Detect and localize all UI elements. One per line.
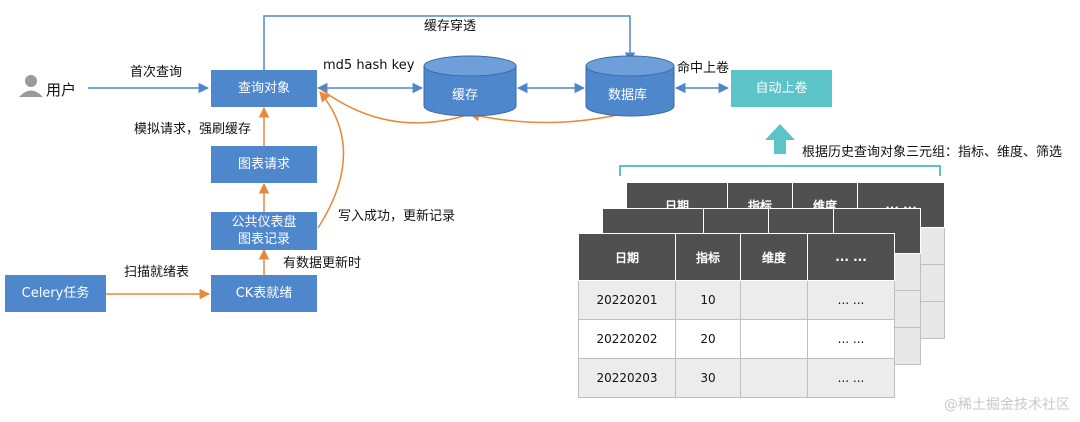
cache-cylinder	[423, 55, 517, 117]
watermark: @稀土掘金技术社区	[944, 397, 1070, 413]
database-cylinder	[585, 55, 675, 117]
table-cell: ... ...	[807, 358, 895, 398]
table-cell: 10	[675, 280, 741, 320]
edge-write-success-orange	[317, 91, 345, 229]
md5-key-label: md5 hash key	[323, 58, 415, 73]
upload-arrow-icon	[765, 124, 795, 154]
chart-request-label: 图表请求	[237, 157, 290, 172]
hit-shelve-label: 命中上卷	[677, 61, 730, 76]
dashboard-record-node[interactable]: 公共仪表盘 图表记录	[211, 212, 317, 250]
header-metric: 指标	[675, 233, 741, 281]
header-dimension: 维度	[740, 233, 808, 281]
cache-penetration-label: 缓存穿透	[424, 19, 477, 34]
tables-bracket	[619, 165, 941, 176]
query-object-node[interactable]: 查询对象	[211, 70, 317, 107]
data-updated-label: 有数据更新时	[283, 256, 362, 271]
table-cell: 20	[675, 319, 741, 359]
user-icon	[19, 75, 43, 97]
table-cell	[740, 280, 808, 320]
edge-database-to-cache-orange	[468, 110, 631, 124]
cache-label: 缓存	[452, 88, 479, 103]
celery-task-label: Celery任务	[21, 286, 90, 301]
auto-shelve-label: 自动上卷	[755, 81, 808, 96]
auto-shelve-node[interactable]: 自动上卷	[731, 70, 832, 107]
edge-cache-to-query-orange	[321, 89, 471, 124]
table-cell: ... ...	[807, 319, 895, 359]
table-cell	[740, 319, 808, 359]
edge-cache-penetration	[263, 15, 636, 70]
table-cell: 20220201	[578, 280, 676, 320]
celery-task-node[interactable]: Celery任务	[5, 275, 106, 312]
ck-ready-label: CK表就绪	[235, 286, 293, 301]
write-success-label: 写入成功，更新记录	[338, 209, 456, 224]
first-query-label: 首次查询	[130, 65, 183, 80]
table-cell: 30	[675, 358, 741, 398]
table-cell: ... ...	[807, 280, 895, 320]
triple-desc-label: 根据历史查询对象三元组：指标、维度、筛选	[802, 145, 1063, 160]
table-cell: 20220203	[578, 358, 676, 398]
simulate-request-label: 模拟请求，强刷缓存	[134, 122, 252, 137]
chart-request-node[interactable]: 图表请求	[211, 146, 317, 183]
table-cell	[740, 358, 808, 398]
dashboard-record-label: 公共仪表盘 图表记录	[231, 215, 297, 247]
database-label: 数据库	[608, 88, 648, 103]
table-cell: 20220202	[578, 319, 676, 359]
header-date: 日期	[578, 233, 676, 281]
user-label: 用户	[46, 81, 77, 99]
query-object-label: 查询对象	[237, 81, 290, 96]
scan-ready-label: 扫描就绪表	[124, 265, 190, 280]
ck-ready-node[interactable]: CK表就绪	[211, 275, 317, 312]
header-more: ... ...	[807, 233, 895, 281]
